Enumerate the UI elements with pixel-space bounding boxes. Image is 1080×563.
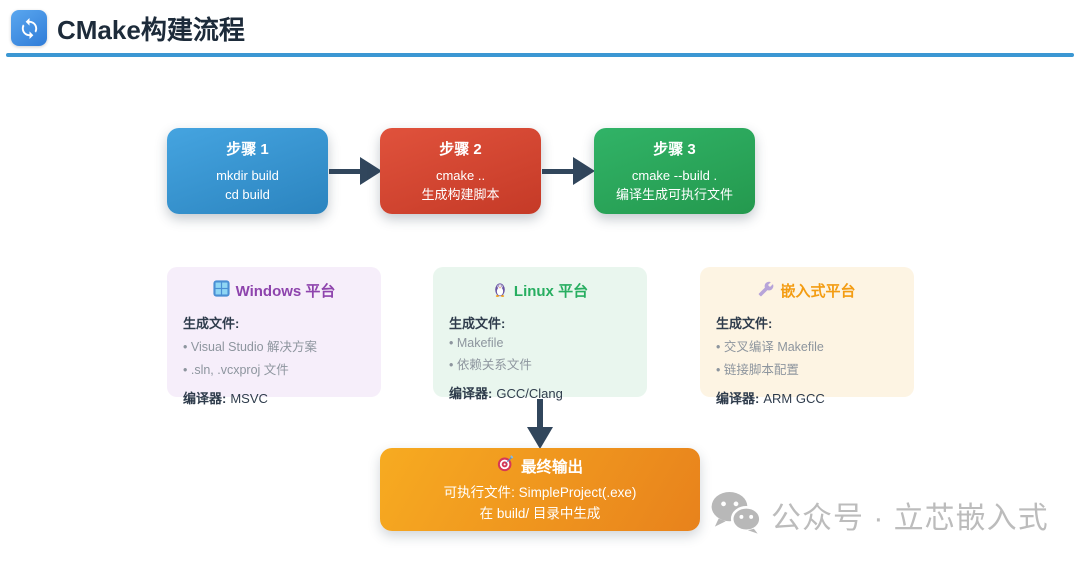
arrow-head <box>573 157 595 185</box>
final-output-title-text: 最终输出 <box>520 459 583 477</box>
sync-arrows-icon <box>11 10 47 46</box>
accent-divider <box>6 53 1074 57</box>
windows-compiler-value: MSVC <box>230 391 268 406</box>
embedded-file-item-1: • 交叉编译 Makefile <box>716 340 824 354</box>
step-1-box: 步骤 1 mkdir build cd build <box>167 128 328 214</box>
windows-file-item-2: • .sln, .vcxproj 文件 <box>183 363 289 377</box>
watermark-text: 公众号 · 立芯嵌入式 <box>771 501 1049 535</box>
linux-compiler-label: 编译器: <box>449 386 493 401</box>
step-3-title: 步骤 3 <box>653 140 696 158</box>
linux-platform-title: Linux 平台 <box>449 280 631 301</box>
step-1-title: 步骤 1 <box>226 140 269 158</box>
windows-platform-title: Windows 平台 <box>183 280 365 301</box>
linux-files-label: 生成文件: <box>449 316 506 331</box>
embedded-compiler-value: ARM GCC <box>763 391 825 406</box>
step-3-box: 步骤 3 cmake --build . 编译生成可执行文件 <box>594 128 755 214</box>
linux-platform-title-text: Linux 平台 <box>513 283 589 300</box>
page-title: CMake构建流程 <box>57 15 245 45</box>
arrow-stem <box>329 168 360 174</box>
windows-compiler-line: 编译器:MSVC <box>183 388 365 407</box>
step-3-line-2: 编译生成可执行文件 <box>615 187 733 202</box>
windows-file-item-1: • Visual Studio 解决方案 <box>183 340 318 354</box>
windows-platform-title-text: Windows 平台 <box>235 283 336 300</box>
dartboard-icon <box>497 455 514 477</box>
windows-platform-card: Windows 平台 生成文件: • Visual Studio 解决方案 • … <box>167 267 381 406</box>
step-2-line-1: cmake .. <box>435 167 486 183</box>
watermark: 公众号 · 立芯嵌入式 <box>710 490 1049 539</box>
embedded-platform-title: 嵌入式平台 <box>716 280 898 301</box>
final-output-line-1: 可执行文件: SimpleProject(.exe) <box>443 485 637 501</box>
wechat-icon <box>710 490 762 539</box>
final-output-line-2: 在 build/ 目录中生成 <box>479 505 601 521</box>
step-1-line-2: cd build <box>225 187 270 202</box>
arrow-head <box>360 157 382 185</box>
embedded-platform-card: 嵌入式平台 生成文件: • 交叉编译 Makefile • 链接脚本配置 编译器… <box>700 267 914 406</box>
final-output-title: 最终输出 <box>497 455 583 477</box>
embedded-platform-title-text: 嵌入式平台 <box>780 283 856 300</box>
arrow-down-head <box>527 427 553 449</box>
wrench-icon <box>758 281 774 301</box>
windows-compiler-label: 编译器: <box>183 391 227 406</box>
windows-files-label: 生成文件: <box>183 316 240 331</box>
embedded-files-label: 生成文件: <box>716 316 773 331</box>
arrow-stem <box>542 168 573 174</box>
step-1-line-1: mkdir build <box>216 167 279 183</box>
step-2-box: 步骤 2 cmake .. 生成构建脚本 <box>380 128 541 214</box>
arrow-down-stem <box>537 399 543 429</box>
arrow-step2-to-step3 <box>542 157 595 185</box>
embedded-compiler-label: 编译器: <box>716 391 760 406</box>
linux-file-item-1: • Makefile <box>449 336 504 350</box>
penguin-icon <box>492 281 508 301</box>
embedded-compiler-line: 编译器:ARM GCC <box>716 388 898 407</box>
windows-logo-icon <box>212 280 230 301</box>
final-output-box: 最终输出 可执行文件: SimpleProject(.exe) 在 build/… <box>380 448 700 531</box>
embedded-file-item-2: • 链接脚本配置 <box>716 363 799 377</box>
linux-compiler-value: GCC/Clang <box>496 386 563 401</box>
linux-file-item-2: • 依赖关系文件 <box>449 358 532 372</box>
arrow-step1-to-step2 <box>329 157 382 185</box>
step-2-line-2: 生成构建脚本 <box>421 187 500 202</box>
step-2-title: 步骤 2 <box>439 140 482 158</box>
step-3-line-1: cmake --build . <box>631 167 718 183</box>
linux-compiler-line: 编译器:GCC/Clang <box>449 383 631 402</box>
linux-platform-card: Linux 平台 生成文件: • Makefile • 依赖关系文件 编译器:G… <box>433 267 647 401</box>
